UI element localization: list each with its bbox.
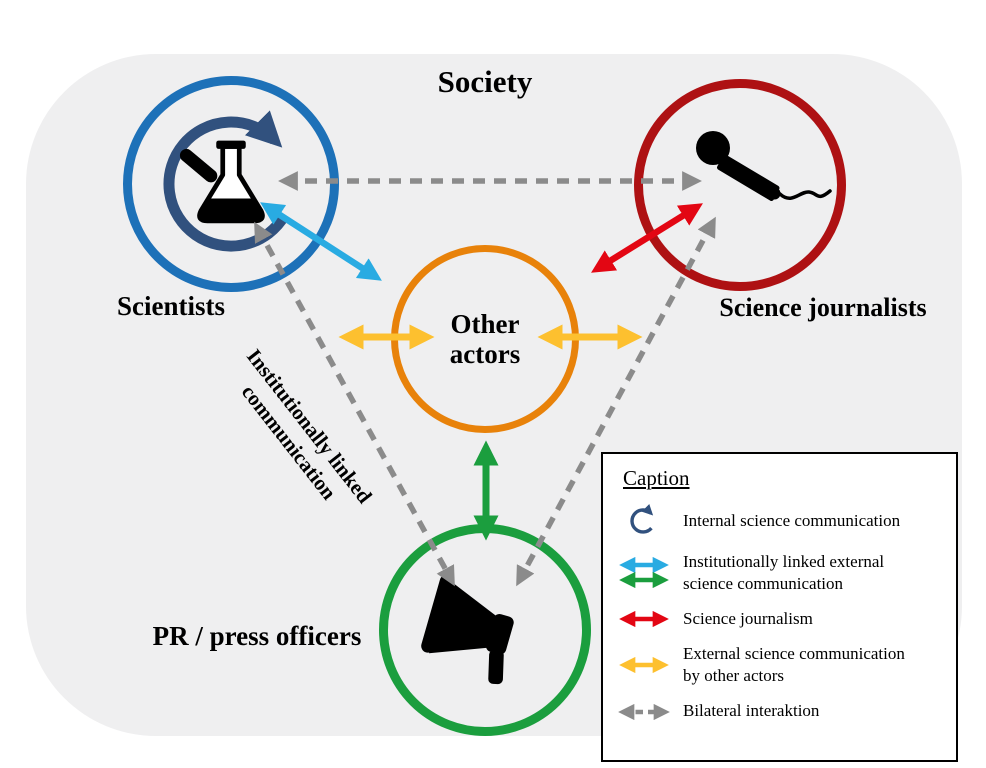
caption-item-other-actors: External science communication by other … (615, 643, 946, 687)
red-double-arrow-icon (615, 611, 673, 628)
caption-item-label: Science journalism (683, 609, 813, 629)
internal-loop-arrow-icon (615, 504, 673, 538)
microphone-icon (696, 131, 832, 201)
caption-item-science-journalism: Science journalism (615, 608, 946, 630)
megaphone-icon (421, 574, 514, 685)
cyan-green-double-arrow-icon (615, 557, 673, 589)
caption-panel: Caption Internal science communication I… (601, 452, 958, 762)
caption-item-institutionally-linked: Institutionally linked external science … (615, 551, 946, 595)
caption-title: Caption (623, 466, 690, 490)
gray-dashed-double-arrow-icon (615, 703, 673, 720)
internal-loop-arrow-icon (163, 110, 290, 252)
caption-item-bilateral: Bilateral interaktion (615, 700, 946, 722)
caption-item-internal: Internal science communication (615, 504, 946, 538)
science-journalists-circle (634, 79, 846, 291)
pr-press-officers-label: PR / press officers (152, 621, 362, 651)
yellow-double-arrow-icon (615, 657, 673, 674)
other-actors-label: Other actors (449, 308, 521, 369)
other-actors-circle: Other actors (391, 245, 579, 433)
science-journalists-label: Science journalists (719, 293, 927, 322)
scientists-circle (123, 76, 339, 292)
pr-press-officers-circle (379, 524, 591, 736)
caption-item-label: External science communication by other … (683, 644, 905, 686)
flask-icon (179, 140, 265, 224)
caption-item-label: Internal science communication (683, 510, 901, 530)
scientists-label: Scientists (117, 291, 225, 321)
caption-item-label: Institutionally linked external science … (683, 552, 885, 594)
caption-item-label: Bilateral interaktion (683, 701, 820, 721)
society-label: Society (437, 64, 533, 99)
